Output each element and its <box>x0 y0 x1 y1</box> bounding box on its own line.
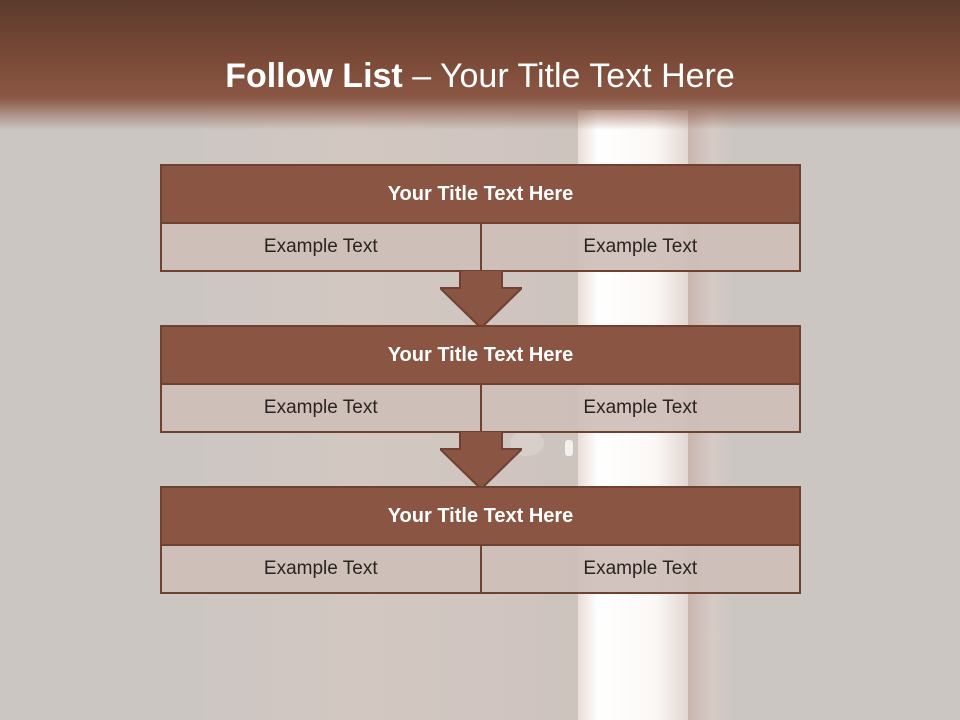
step-3-body: Example Text Example Text <box>162 546 799 592</box>
step-block-1: Your Title Text Here Example Text Exampl… <box>160 164 801 272</box>
step-2-body: Example Text Example Text <box>162 385 799 431</box>
down-arrow-icon-1 <box>440 270 522 328</box>
step-1-right-cell: Example Text <box>479 224 799 270</box>
step-3-right-cell: Example Text <box>479 546 799 592</box>
step-3-title: Your Title Text Here <box>162 488 799 546</box>
slide-title: Follow List – Your Title Text Here <box>0 52 960 100</box>
step-3-left-cell: Example Text <box>162 546 480 592</box>
down-arrow-icon-2 <box>440 431 522 489</box>
step-1-body: Example Text Example Text <box>162 224 799 270</box>
step-2-left-cell: Example Text <box>162 385 480 431</box>
slide-title-bold: Follow List <box>225 57 403 95</box>
background-door-latch <box>565 440 573 456</box>
step-block-2: Your Title Text Here Example Text Exampl… <box>160 325 801 433</box>
step-2-right-cell: Example Text <box>479 385 799 431</box>
step-1-title: Your Title Text Here <box>162 166 799 224</box>
slide-title-rest: – Your Title Text Here <box>412 57 735 95</box>
step-block-3: Your Title Text Here Example Text Exampl… <box>160 486 801 594</box>
header-band <box>0 0 960 130</box>
step-2-title: Your Title Text Here <box>162 327 799 385</box>
step-1-left-cell: Example Text <box>162 224 480 270</box>
